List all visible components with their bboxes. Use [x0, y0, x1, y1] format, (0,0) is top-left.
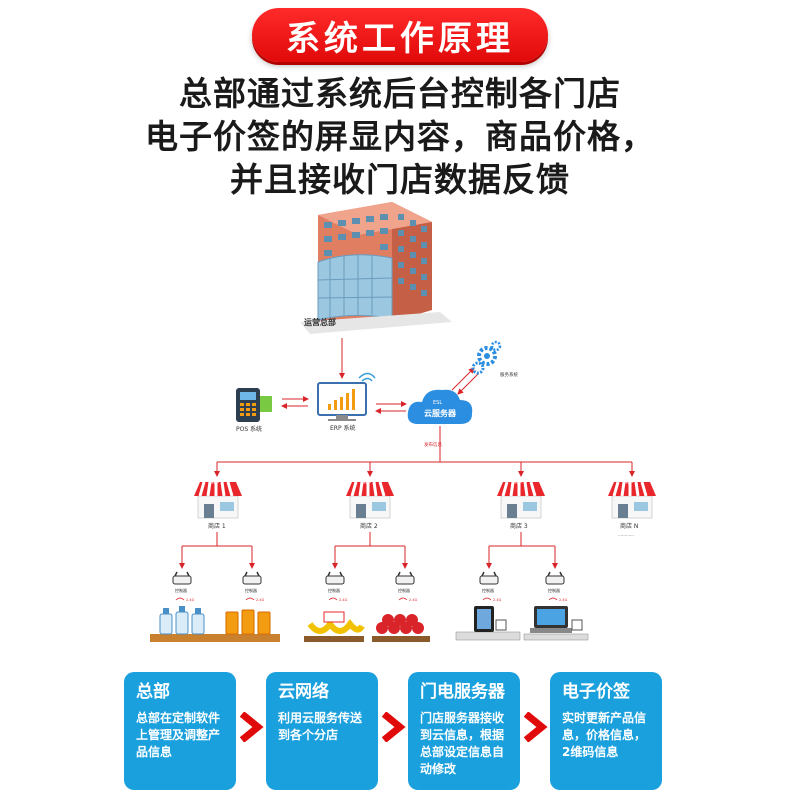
shop-sign-1: SHOP: [208, 480, 220, 485]
ap-icon-4: [395, 571, 415, 585]
ap-label-1: 控制器: [175, 587, 187, 593]
gear-icon: [471, 340, 502, 375]
shop-icon-3: [497, 481, 545, 519]
cloud-label: 云服务器: [424, 408, 457, 418]
hq-building-icon: [300, 202, 452, 334]
shelf-bananas-icon: [304, 611, 365, 642]
cloud-esl-label: ESL: [433, 400, 442, 406]
ap-sub-4: 2.4G: [409, 598, 418, 602]
card-esl-title: 电子价签: [562, 682, 630, 702]
card-cloud-title: 云网络: [278, 682, 329, 702]
card-store-server-text: 门店服务器接收到云信息，根据总部设定信息自动修改: [420, 711, 505, 776]
shop-icon-n: [608, 481, 656, 519]
pos-terminal-icon: [236, 388, 272, 422]
card-store-server: 门电服务器 门店服务器接收到云信息，根据总部设定信息自动修改: [408, 672, 520, 790]
shelf-laptop-icon: [523, 606, 589, 641]
ap-icon-6: [545, 571, 565, 585]
erp-monitor-icon: [317, 372, 376, 421]
shelf-bottles-icon: [150, 606, 222, 642]
intro-line-2: 电子价签的屏显内容，商品价格，: [145, 117, 655, 156]
ap-label-4: 控制器: [398, 587, 410, 593]
store-label-1: 商店 1: [208, 522, 226, 530]
ap-label-5: 控制器: [482, 587, 494, 593]
card-cloud: 云网络 利用云服务传送到各个分店: [266, 672, 378, 790]
ap-label-6: 控制器: [548, 587, 560, 593]
gear-label: 服务系统: [500, 371, 518, 378]
hq-label: 运营总部: [304, 317, 336, 327]
page-title: 系统工作原理: [286, 18, 514, 59]
ap-icon-2: [242, 571, 262, 585]
ap-sub-5: 2.4G: [493, 598, 502, 602]
branch-label: 发布信息: [424, 441, 442, 448]
ap-sub-2: 2.4G: [256, 598, 265, 602]
store-label-3: 商店 3: [510, 522, 528, 530]
intro-line-1: 总部通过系统后台控制各门店: [179, 74, 621, 113]
card-hq-text: 总部在定制软件上管理及调整产品信息: [136, 711, 221, 759]
chevron-right-icon: [381, 712, 406, 742]
ap-sub-1: 2.4G: [186, 598, 195, 602]
card-hq: 总部 总部在定制软件上管理及调整产品信息: [124, 672, 236, 790]
shelf-drinks-icon: [220, 609, 280, 642]
cloud-to-gear-arrow: [451, 367, 475, 391]
pos-label: POS 系统: [236, 425, 262, 433]
intro-text: 总部通过系统后台控制各门店 电子价签的屏显内容，商品价格， 并且接收门店数据反馈: [0, 72, 800, 201]
store-ap-connectors: [179, 532, 558, 569]
title-banner: 系统工作原理: [252, 8, 548, 62]
shelf-apples-icon: [372, 614, 430, 642]
card-store-server-title: 门电服务器: [420, 682, 505, 702]
store-n-sub: …………: [618, 532, 634, 537]
store-label-2: 商店 2: [360, 522, 378, 530]
card-esl-text: 实时更新产品信息，价格信息，2维码信息: [562, 711, 647, 759]
intro-line-3: 并且接收门店数据反馈: [230, 160, 570, 199]
chevron-right-icon: [523, 712, 548, 742]
ap-icon-3: [325, 571, 345, 585]
ap-label-3: 控制器: [328, 587, 340, 593]
system-diagram: 运营总部 POS 系统 ERP 系统 ESL 云服务器: [150, 202, 656, 642]
ap-icon-1: [172, 571, 192, 585]
card-hq-title: 总部: [136, 682, 170, 702]
cloud-server-icon: [407, 389, 473, 424]
ap-icon-5: [479, 571, 499, 585]
chevron-right-icon: [239, 712, 264, 742]
store-label-n: 商店 N: [620, 522, 638, 530]
ap-sub-6: 2.4G: [559, 598, 568, 602]
wifi-icons: [175, 597, 558, 601]
card-esl: 电子价签 实时更新产品信息，价格信息，2维码信息: [550, 672, 662, 790]
shop-icon-1: [194, 481, 242, 519]
card-cloud-text: 利用云服务传送到各个分店: [278, 711, 363, 742]
erp-label: ERP 系统: [330, 424, 356, 432]
gear-to-cloud-arrow: [457, 373, 479, 395]
shop-sign-3: SHOP: [511, 480, 523, 485]
shop-sign-n: SHOP: [622, 480, 634, 485]
shelf-tablet-icon: [455, 606, 521, 641]
ap-label-2: 控制器: [245, 587, 257, 593]
shop-icon-2: [346, 481, 394, 519]
process-cards: 总部 总部在定制软件上管理及调整产品信息 云网络 利用云服务传送到各个分店 门电…: [0, 672, 800, 792]
shop-sign-2: SHOP: [360, 480, 372, 485]
ap-sub-3: 2.4G: [339, 598, 348, 602]
